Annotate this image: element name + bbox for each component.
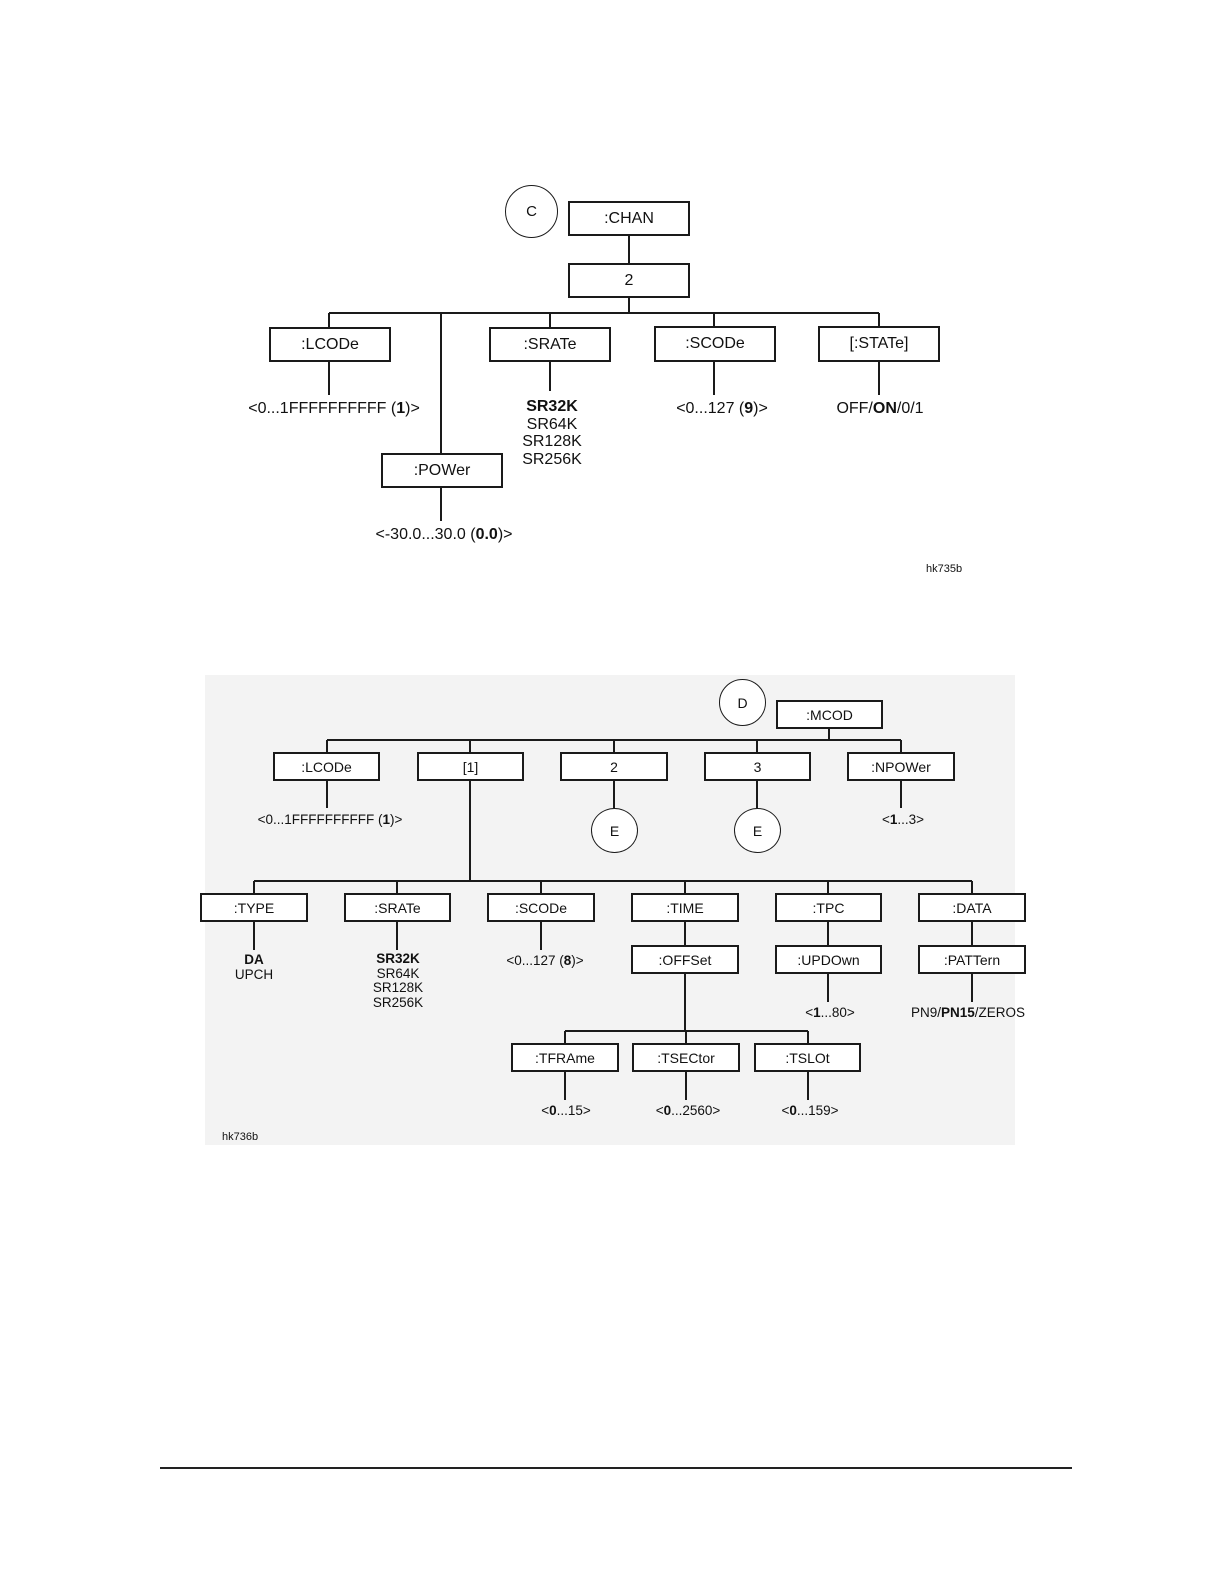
tsector-node: :TSECtor xyxy=(632,1043,740,1072)
chan-state-node: [:STATe] xyxy=(818,326,940,362)
mcod-lcode-node: :LCODe xyxy=(273,752,380,781)
time-node: :TIME xyxy=(631,893,739,922)
mcod-npower-node: :NPOWer xyxy=(847,752,955,781)
srate-node: :SRATe xyxy=(344,893,451,922)
srate-option: SR128K xyxy=(372,980,424,995)
mcod-index-2-node: 2 xyxy=(560,752,668,781)
chan-srate-options: SR32K SR64K SR128K SR256K xyxy=(522,398,582,468)
chan-power-node: :POWer xyxy=(381,453,503,488)
type-option: UPCH xyxy=(234,966,274,982)
scode-range: <0...127 (8)> xyxy=(506,953,584,968)
type-options: DA UPCH xyxy=(234,952,274,982)
mcod-index-3-node: 3 xyxy=(704,752,811,781)
pattern-options: PN9/PN15/ZEROS xyxy=(910,1005,1026,1020)
tframe-node: :TFRAme xyxy=(511,1043,619,1072)
offset-node: :OFFSet xyxy=(631,945,739,974)
mcod-node: :MCOD xyxy=(776,700,883,729)
data-node: :DATA xyxy=(918,893,1026,922)
tslot-range: <0...159> xyxy=(781,1103,839,1118)
updown-node: :UPDOwn xyxy=(775,945,882,974)
chan-lcode-node: :LCODe xyxy=(269,327,391,362)
tsector-range: <0...2560> xyxy=(655,1103,721,1118)
chan-scode-node: :SCODe xyxy=(654,326,776,362)
chan-power-range: <-30.0...30.0 (0.0)> xyxy=(375,526,513,543)
chan-lcode-range: <0...1FFFFFFFFFF (1)> xyxy=(248,400,420,417)
srate-options: SR32K SR64K SR128K SR256K xyxy=(372,951,424,1010)
chan-scode-range: <0...127 (9)> xyxy=(676,400,768,417)
chan-index-node: 2 xyxy=(568,263,690,298)
connector-e-circle: E xyxy=(734,808,781,853)
srate-option: SR256K xyxy=(522,450,582,468)
connector-d-circle: D xyxy=(719,679,766,726)
srate-option: SR64K xyxy=(526,415,578,433)
type-node: :TYPE xyxy=(200,893,308,922)
figure-id: hk736b xyxy=(222,1131,259,1143)
srate-option: SR32K xyxy=(526,398,578,415)
chan-srate-node: :SRATe xyxy=(489,327,611,362)
srate-option: SR256K xyxy=(372,994,424,1010)
mcod-index-1-node: [1] xyxy=(417,752,524,781)
connector-e-circle: E xyxy=(591,808,638,853)
mcod-npower-range: <1...3> xyxy=(881,812,925,827)
tframe-range: <0...15> xyxy=(541,1103,591,1118)
srate-option: SR128K xyxy=(522,433,582,450)
figure-id: hk735b xyxy=(926,563,963,575)
srate-option: SR64K xyxy=(376,965,420,981)
footer-rule xyxy=(160,1467,1072,1469)
chan-state-options: OFF/ON/0/1 xyxy=(836,400,924,417)
connector-c-circle: C xyxy=(505,185,558,238)
tslot-node: :TSLOt xyxy=(754,1043,861,1072)
srate-option: SR32K xyxy=(376,951,420,966)
type-option: DA xyxy=(244,952,264,967)
scode-node: :SCODe xyxy=(487,893,595,922)
tpc-node: :TPC xyxy=(775,893,882,922)
pattern-node: :PATTern xyxy=(918,945,1026,974)
updown-range: <1...80> xyxy=(805,1005,855,1020)
mcod-lcode-range: <0...1FFFFFFFFFF (1)> xyxy=(257,812,403,827)
chan-node: :CHAN xyxy=(568,201,690,236)
